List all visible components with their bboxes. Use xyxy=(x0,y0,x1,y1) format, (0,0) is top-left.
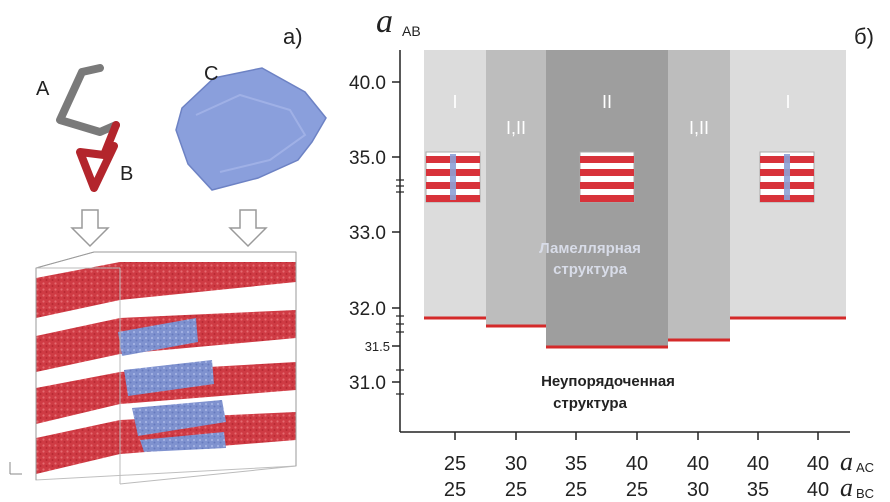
y-tick-label: 33.0 xyxy=(349,223,386,244)
x-tick-label: 35 xyxy=(747,479,769,501)
down-arrow-icon xyxy=(228,209,268,248)
region-labels: I I,II II I,II I xyxy=(452,92,790,138)
region-label: I xyxy=(452,92,457,112)
x-tick-label: 25 xyxy=(505,479,527,501)
y-tick-label: 31.5 xyxy=(365,339,390,354)
x-tick-label: 30 xyxy=(687,479,709,501)
blue-domain xyxy=(118,318,226,452)
lamellar-structure-line2: структура xyxy=(553,261,628,278)
y-tick-label: 31.0 xyxy=(349,373,386,394)
blob-c xyxy=(175,67,327,191)
x-tick-label: 40 xyxy=(687,453,709,475)
x-tick-label: 40 xyxy=(626,453,648,475)
solvent-blob-illustration: C xyxy=(175,63,327,191)
y-axis-symbol: a xyxy=(376,3,393,40)
disordered-structure-line1: Неупорядоченная xyxy=(541,373,675,390)
x-axis-symbol-1: a xyxy=(840,447,853,476)
chain-segment-a xyxy=(56,64,120,136)
x-axis-subscript-2: BC xyxy=(856,486,874,501)
left-panel: а) A B C xyxy=(9,24,327,485)
y-axis-subscript: AB xyxy=(402,23,421,39)
lamella-icon xyxy=(579,151,635,203)
down-arrow-icon xyxy=(70,209,110,248)
chain-segment-b xyxy=(76,121,120,192)
y-ticks: 40.0 35.0 33.0 32.0 31.5 31.0 xyxy=(349,73,400,394)
x-tick-label: 35 xyxy=(565,453,587,475)
x-tick-marks xyxy=(454,432,819,440)
region-2 xyxy=(486,50,546,326)
label-b: B xyxy=(120,163,133,185)
label-c: C xyxy=(204,63,218,85)
y-tick-label: 40.0 xyxy=(349,73,386,94)
x-tick-labels: 25 30 35 40 40 40 40 25 25 25 25 30 35 4… xyxy=(444,453,829,501)
right-panel: б) a AB I I,II II I,II I xyxy=(349,3,874,502)
x-tick-label: 25 xyxy=(626,479,648,501)
polymer-chain-illustration: A B xyxy=(36,64,133,192)
panel-label-a: а) xyxy=(283,24,303,49)
simulation-box xyxy=(9,251,297,485)
x-axis-subscript-1: AC xyxy=(856,460,874,475)
region-label: I,II xyxy=(506,118,526,138)
lamellar-structure-line1: Ламеллярная xyxy=(539,240,641,257)
axis-break-icon xyxy=(396,179,404,395)
phase-regions xyxy=(424,50,846,346)
region-label: I xyxy=(785,92,790,112)
panel-label-b: б) xyxy=(854,24,874,49)
y-tick-label: 35.0 xyxy=(349,148,386,169)
arrow-icons xyxy=(70,209,268,248)
label-a: A xyxy=(36,78,50,100)
box-edges xyxy=(35,251,297,485)
region-label: II xyxy=(602,92,612,112)
lamella-icons xyxy=(425,151,815,203)
x-tick-label: 40 xyxy=(807,453,829,475)
x-tick-label: 25 xyxy=(565,479,587,501)
x-tick-label: 40 xyxy=(807,479,829,501)
lamella-icon xyxy=(425,151,481,203)
x-tick-label: 40 xyxy=(747,453,769,475)
disordered-structure-line2: структура xyxy=(553,395,628,412)
axes xyxy=(399,50,850,433)
lamella-icon xyxy=(759,151,815,203)
x-tick-label: 25 xyxy=(444,479,466,501)
x-tick-label: 30 xyxy=(505,453,527,475)
x-tick-label: 25 xyxy=(444,453,466,475)
region-label: I,II xyxy=(689,118,709,138)
y-tick-label: 32.0 xyxy=(349,299,386,320)
order-disorder-boundary xyxy=(424,316,846,349)
region-4 xyxy=(668,50,730,340)
x-axis-symbol-2: a xyxy=(840,473,853,502)
